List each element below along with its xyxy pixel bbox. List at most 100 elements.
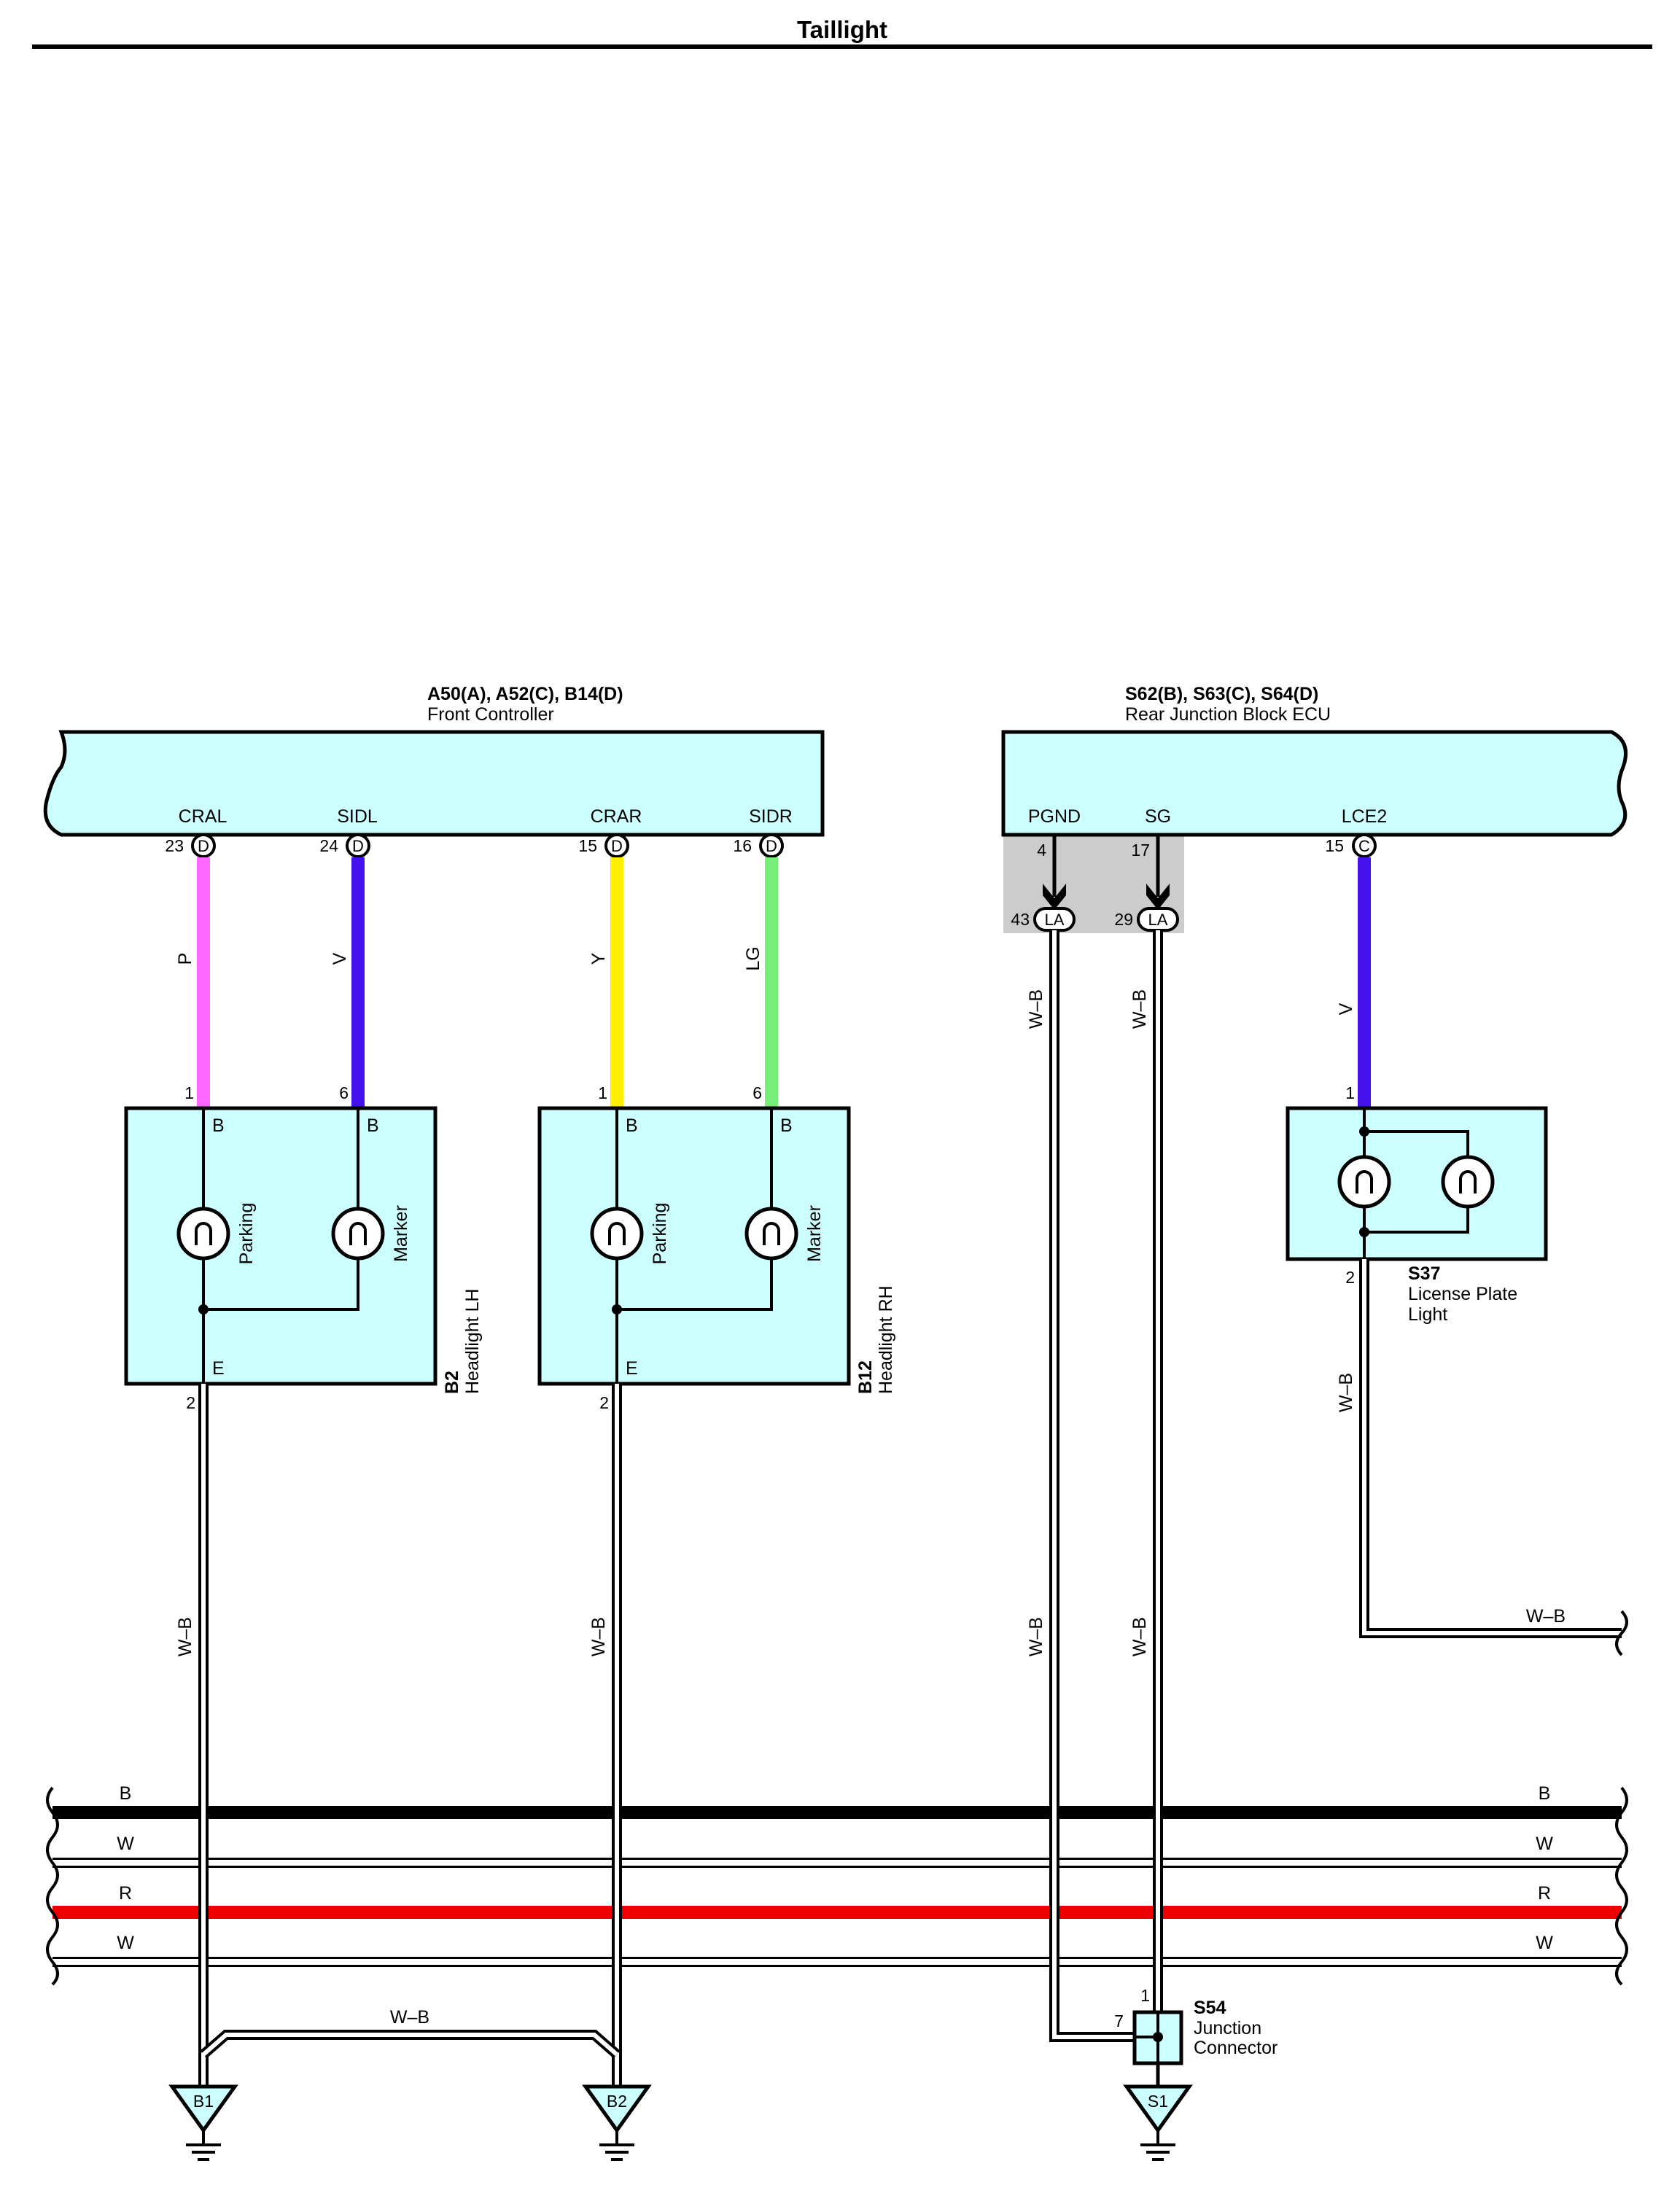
- svg-text:D: D: [198, 837, 209, 855]
- page-title: Taillight: [797, 16, 887, 43]
- hl-rh-junction-dot: [612, 1304, 622, 1314]
- bulb-icon: [331, 1207, 385, 1261]
- wire-label-p: P: [175, 953, 195, 965]
- chevron-down-icon: [1043, 884, 1066, 910]
- pgnd-wb-wire: [1049, 930, 1135, 2042]
- lpl-name-line1: License Plate: [1408, 1284, 1517, 1304]
- hl-lh-name: Headlight LH: [462, 1288, 483, 1394]
- wire-label-lg: LG: [743, 946, 763, 970]
- wire-label-v: V: [330, 952, 350, 965]
- fc-pin-number-15: 15: [578, 836, 597, 855]
- rear-pin-number-15: 15: [1325, 836, 1344, 855]
- lpl-wire-break-mark: [1615, 1610, 1628, 1656]
- rear-ecu-module: [1001, 730, 1628, 837]
- jc-pin-1: 1: [1140, 1986, 1150, 2005]
- inline-connector-la-43: LA: [1033, 907, 1076, 932]
- wire-label-pgnd-wb-lower: W–B: [1026, 1617, 1046, 1656]
- lpl-pin-1: 1: [1345, 1083, 1355, 1102]
- jc-name-line2: Connector: [1194, 2038, 1278, 2058]
- hl-rh-pin-6: 6: [752, 1083, 762, 1102]
- fc-pin-number-23: 23: [165, 836, 184, 855]
- rear-pin-number-17: 17: [1131, 841, 1150, 860]
- wire-label-hl-rh-wb: W–B: [588, 1617, 609, 1656]
- lpl-name-line2: Light: [1408, 1304, 1447, 1325]
- bus-label-w2-right: W: [1536, 1933, 1553, 1953]
- wire-label-lpl-branch: W–B: [1526, 1606, 1566, 1627]
- fc-pin-number-24: 24: [319, 836, 338, 855]
- bus-label-b-right: B: [1539, 1783, 1551, 1804]
- bus-label-b-left: B: [120, 1783, 132, 1804]
- bulb-icon: [590, 1207, 644, 1261]
- bus-label-r-left: R: [119, 1883, 132, 1904]
- hl-rh-term-right: B: [780, 1115, 793, 1136]
- fc-signal-crar: CRAR: [591, 806, 642, 827]
- wire-label-pgnd-wb-upper: W–B: [1026, 989, 1046, 1029]
- bus-label-w2-left: W: [117, 1933, 134, 1953]
- lpl-junction-dot-top: [1359, 1126, 1369, 1137]
- bulb-icon: [744, 1207, 798, 1261]
- lpl-pin-2: 2: [1345, 1268, 1355, 1287]
- hl-rh-bulb-marker-label: Marker: [804, 1205, 825, 1262]
- ground-icon-b2: [582, 2084, 652, 2161]
- fc-pin-16-connector: D: [759, 833, 784, 858]
- hl-lh-pin-2: 2: [186, 1393, 195, 1412]
- fc-pin-number-16: 16: [733, 836, 752, 855]
- hl-rh-term-left: B: [626, 1115, 638, 1136]
- hl-lh-term-bottom: E: [212, 1358, 225, 1379]
- ground-label-b1: B1: [193, 2092, 214, 2111]
- wire-label-ground-link: W–B: [390, 2007, 429, 2028]
- wire-label-lpl-wb: W–B: [1336, 1373, 1356, 1412]
- rear-pin-15-connector: C: [1352, 833, 1377, 858]
- bus-label-r-right: R: [1538, 1883, 1551, 1904]
- hl-rh-bulb-parking-label: Parking: [650, 1203, 670, 1265]
- rear-ecu-codes: S62(B), S63(C), S64(D): [1125, 684, 1318, 704]
- inline-pin-number-29: 29: [1114, 910, 1133, 929]
- lpl-junction-dot-bottom: [1359, 1227, 1369, 1237]
- wire-label-sg-wb-upper: W–B: [1129, 989, 1150, 1029]
- fc-pin-23-connector: D: [191, 833, 216, 858]
- rear-signal-sg: SG: [1145, 806, 1171, 827]
- rear-ecu-name: Rear Junction Block ECU: [1125, 704, 1331, 725]
- wire-label-v-lce2: V: [1336, 1002, 1356, 1015]
- fc-pin-15-connector: D: [604, 833, 629, 858]
- bus-break-mark-right: [1615, 1786, 1628, 1986]
- bus-label-w1-left: W: [117, 1834, 134, 1854]
- hl-lh-junction-dot: [198, 1304, 209, 1314]
- svg-text:D: D: [766, 837, 777, 855]
- bulb-icon: [1441, 1155, 1495, 1209]
- ground-icon-s1: [1123, 2084, 1193, 2161]
- fc-signal-sidl: SIDL: [337, 806, 378, 827]
- fc-pin-24-connector: D: [346, 833, 370, 858]
- hl-lh-code: B2: [442, 1371, 462, 1394]
- jc-name-line1: Junction: [1194, 2018, 1261, 2038]
- svg-text:C: C: [1358, 837, 1370, 855]
- license-plate-light-box: [1286, 1106, 1548, 1261]
- lpl-wb-wire-core: [1362, 1259, 1622, 1635]
- rear-signal-lce2: LCE2: [1342, 806, 1388, 827]
- jc-pin-7: 7: [1114, 2011, 1124, 2030]
- jc-code: S54: [1194, 1998, 1226, 2018]
- hl-lh-bulb-parking-label: Parking: [236, 1203, 257, 1265]
- headlight-rh-box: [537, 1106, 851, 1386]
- wire-label-sg-wb-lower: W–B: [1129, 1617, 1150, 1656]
- lpl-code: S37: [1408, 1263, 1440, 1284]
- front-controller-codes: A50(A), A52(C), B14(D): [427, 684, 623, 704]
- front-controller-module: [43, 730, 825, 837]
- hl-rh-term-bottom: E: [626, 1358, 638, 1379]
- junction-connector-dot: [1153, 2032, 1163, 2042]
- hl-rh-name: Headlight RH: [876, 1285, 896, 1394]
- headlight-lh-box: [124, 1106, 438, 1386]
- hl-lh-pin-1: 1: [184, 1083, 194, 1102]
- fc-signal-cral: CRAL: [179, 806, 228, 827]
- rear-signal-pgnd: PGND: [1028, 806, 1081, 827]
- hl-lh-pin-6: 6: [339, 1083, 349, 1102]
- bus-break-mark-left: [46, 1786, 59, 1986]
- wire-label-y: Y: [588, 952, 609, 965]
- svg-text:D: D: [611, 837, 623, 855]
- bus-label-w1-right: W: [1536, 1834, 1553, 1854]
- rear-pin-number-4: 4: [1037, 841, 1046, 860]
- svg-text:D: D: [352, 837, 364, 855]
- hl-lh-term-right: B: [367, 1115, 379, 1136]
- bulb-icon: [1337, 1155, 1391, 1209]
